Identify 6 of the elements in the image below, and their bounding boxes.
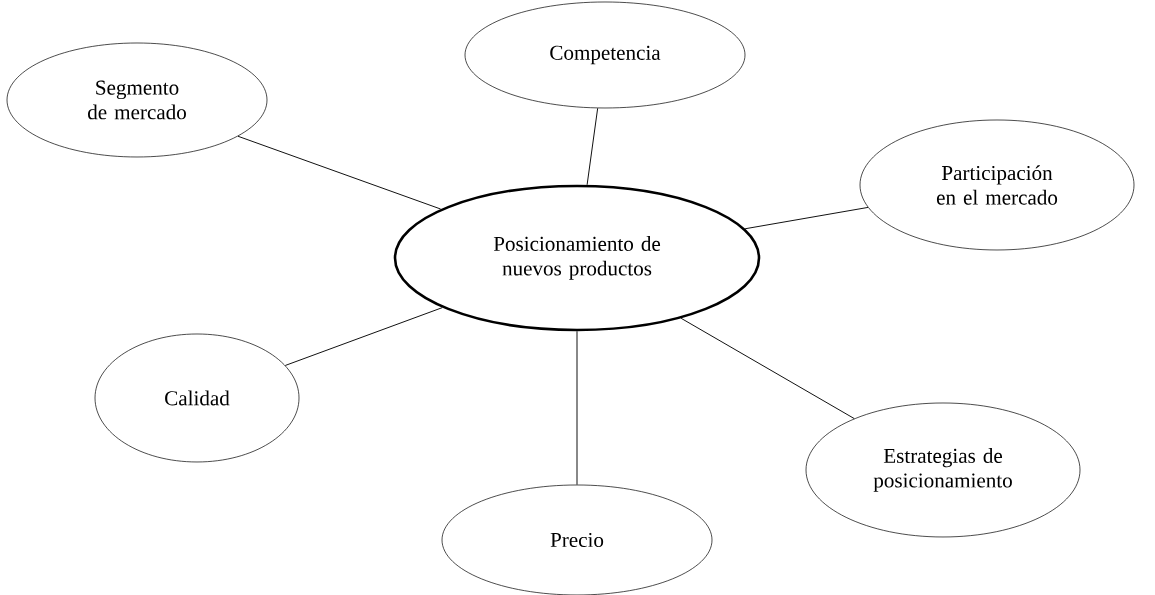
connector-line [586, 107, 599, 186]
connector-line [680, 317, 855, 420]
connector-line [744, 206, 869, 230]
connector-line [237, 135, 442, 210]
connector-line [284, 307, 443, 366]
connector-line [576, 330, 578, 486]
